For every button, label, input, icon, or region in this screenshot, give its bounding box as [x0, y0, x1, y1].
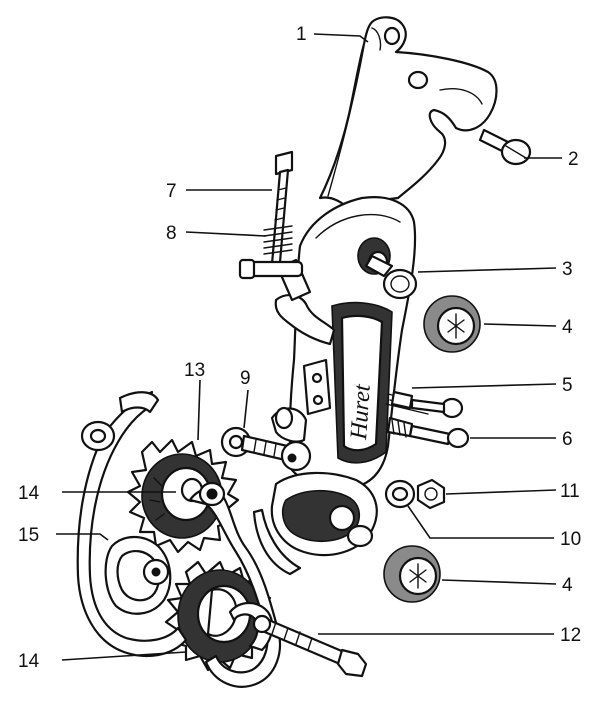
callout-3: 3: [562, 259, 573, 280]
callout-9: 9: [240, 368, 251, 389]
leader-4a: [483, 323, 557, 327]
tension-spring: [238, 225, 304, 280]
callout-2: 2: [568, 149, 579, 170]
leader-3: [417, 267, 557, 273]
callout-4a: 4: [562, 317, 573, 338]
leader-10: [407, 505, 554, 539]
callout-4b: 4: [562, 575, 573, 596]
nut: [416, 478, 446, 510]
callout-13: 13: [184, 360, 205, 381]
outer-cage-plate: [76, 390, 188, 658]
lower-jockey-wheel: [164, 560, 276, 672]
cage-long-bolt: [252, 614, 368, 678]
leader-11: [445, 489, 557, 495]
cable-adjuster-screw: [270, 150, 294, 266]
leader-4b: [441, 579, 557, 585]
dust-cap-upper: [423, 295, 481, 353]
callout-14b: 14: [18, 651, 40, 672]
callout-5: 5: [562, 375, 573, 396]
callout-7: 7: [166, 181, 177, 202]
callout-6: 6: [562, 429, 573, 450]
limit-screw-high: [385, 390, 464, 419]
inner-cage-plate: [188, 481, 282, 688]
mounting-hanger-plate: [318, 16, 498, 212]
callout-14a: 14: [18, 483, 40, 504]
limit-screw-low: [386, 416, 470, 449]
leader-8: [185, 231, 267, 237]
leader-14b: [61, 651, 187, 661]
washer: [384, 479, 416, 509]
callout-12: 12: [560, 625, 581, 646]
callout-11: 11: [560, 481, 580, 502]
leader-13: [197, 379, 201, 441]
leader-1: [313, 33, 369, 43]
callout-15: 15: [18, 525, 39, 546]
callout-labels: 1 2 3 4 5 6 7 8 9 10 11 12 13 4 14 14 15: [18, 24, 581, 672]
cage-bolt: [220, 406, 312, 472]
callout-10: 10: [560, 529, 581, 550]
pivot-bolt: [478, 128, 532, 166]
callout-leaders: [56, 33, 562, 661]
leader-9: [243, 389, 249, 429]
pivot-pin: [364, 254, 418, 300]
dust-cap-lower: [383, 545, 441, 603]
lower-pivot-assembly: [252, 471, 378, 576]
upper-jockey-wheel: [126, 438, 240, 554]
callout-1: 1: [296, 24, 307, 45]
leader-5: [411, 383, 557, 389]
body-logo-text: Huret: [346, 382, 376, 441]
leader-15: [56, 533, 109, 541]
callout-8: 8: [166, 223, 177, 244]
